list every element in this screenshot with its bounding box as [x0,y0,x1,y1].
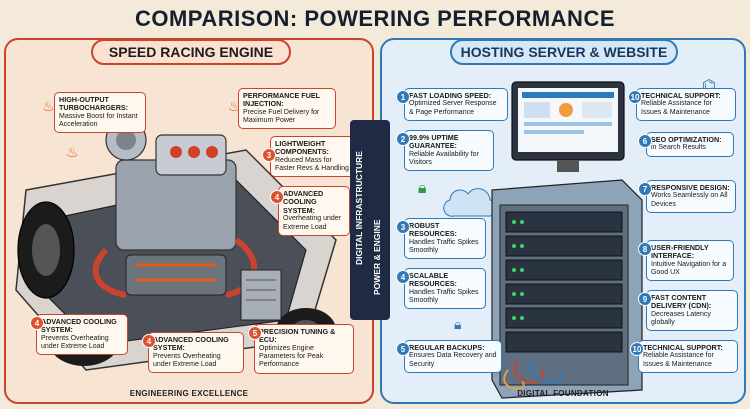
callout-lightweight-components: LIGHTWEIGHT COMPONENTS: Reduced Mass for… [270,136,358,178]
badge-10: 10 [630,342,644,356]
badge-6: 6 [638,134,652,148]
flame-icon: ♨ [66,144,79,160]
badge-3: 3 [396,220,410,234]
badge-7: 7 [638,182,652,196]
server-panel-header: HOSTING SERVER & WEBSITE [450,39,678,65]
engine-panel-header: SPEED RACING ENGINE [91,39,291,65]
callout-cooling-system: ADVANCED COOLING SYSTEM: Overheating und… [278,186,350,236]
lock-icon: 🔒︎ [454,316,462,332]
server-panel: HOSTING SERVER & WEBSITE [380,38,746,404]
badge-4: 4 [396,270,410,284]
engine-panel: SPEED RACING ENGINE ♨ ♨ ♨ [4,38,374,404]
badge-10: 10 [628,90,642,104]
callout-seo: SEO OPTIMIZATION: in Search Results [646,132,734,157]
callout-user-friendly: USER-FRIENDLY INTERFACE: Intuitive Navig… [646,240,734,282]
callout-precision-tuning: PRECISION TUNING & ECU: Optimizes Engine… [254,324,354,374]
callout-fuel-injection: PERFORMANCE FUEL INJECTION: Precise Fuel… [238,88,336,130]
badge-2: 2 [396,132,410,146]
badge-5: 5 [396,342,410,356]
callout-technical-support-2: TECHNICAL SUPPORT: Reliable Assistance f… [638,340,738,373]
badge-1: 1 [396,90,410,104]
center-divider: DIGITAL INFRASTRUCTURE POWER & ENGINE [350,120,390,320]
flame-icon: ♨ [228,98,241,114]
badge-3: 3 [262,148,276,162]
callout-fast-loading: FAST LOADING SPEED: Optimized Server Res… [404,88,508,121]
callout-cdn: FAST CONTENT DELIVERY (CDN): Decreases L… [646,290,738,332]
flame-icon: ♨ [42,98,55,114]
badge-4: 4 [270,190,284,204]
callout-cooling-system-2: ADVANCED COOLING SYSTEM: Prevents Overhe… [36,314,128,356]
divider-text-infrastructure: DIGITAL INFRASTRUCTURE [354,151,364,265]
callout-robust-resources: ROBUST RESOURCES: Handles Traffic Spikes… [404,218,486,260]
callout-uptime: 99.9% UPTIME GUARANTEE: Reliable Availab… [404,130,494,172]
callout-turbochargers: HIGH-OUTPUT TURBOCHARGERS: Massive Boost… [54,92,146,134]
callout-scalable-resources: SCALABLE RESOURCES: Handles Traffic Spik… [404,268,486,310]
lock-icon: 🔒︎ [418,180,427,197]
badge-9: 9 [638,292,652,306]
badge-4: 4 [142,334,156,348]
page-title: COMPARISON: POWERING PERFORMANCE [134,6,616,31]
divider-text-power-engine: POWER & ENGINE [372,219,382,295]
callout-responsive-design: RESPONSIVE DESIGN: Works Seamlessly on A… [646,180,736,213]
badge-4: 4 [30,316,44,330]
engine-panel-footer: ENGINEERING EXCELLENCE [129,389,249,398]
callout-cooling-system-3: ADVANCED COOLING SYSTEM: Prevents Overhe… [148,332,244,374]
callout-regular-backups: REGULAR BACKUPS: Ensures Data Recovery a… [404,340,502,373]
server-illustration [443,81,643,399]
callout-technical-support: TECHNICAL SUPPORT: Reliable Assistance f… [636,88,736,121]
badge-8: 8 [638,242,652,256]
badge-5: 5 [248,326,262,340]
server-panel-footer: DIGITAL FOUNDATION [517,389,609,398]
